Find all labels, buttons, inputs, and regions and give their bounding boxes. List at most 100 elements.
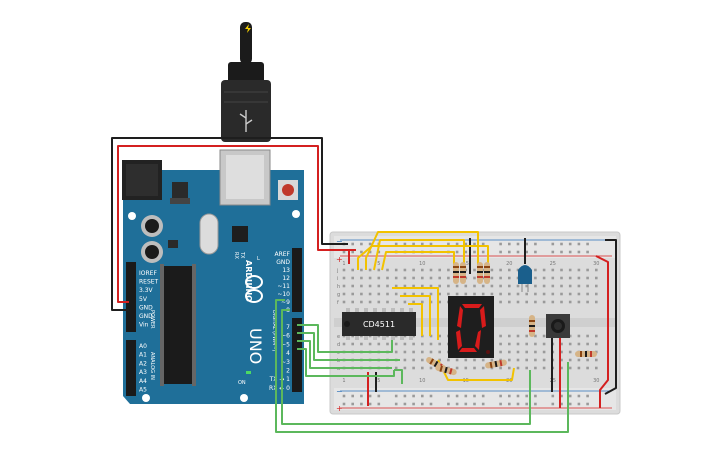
seven-segment-display: 0 [0, 0, 494, 358]
rail-hole [377, 402, 381, 406]
breadboard-hole [377, 292, 381, 296]
breadboard-hole [368, 292, 372, 296]
digital-label: DIGITAL (PWM~) [271, 310, 277, 352]
rail-hole [473, 402, 476, 406]
rail-hole [568, 242, 572, 246]
rail-hole [516, 250, 520, 254]
rail-hole [342, 394, 346, 398]
rail-plus-top: + [336, 255, 343, 264]
breadboard-hole [342, 284, 346, 288]
breadboard-hole [542, 300, 546, 304]
rail-hole [534, 402, 537, 406]
rail-hole [560, 394, 563, 398]
arduino-brand: ARDUINO [244, 260, 253, 302]
wire-yellow-2 [365, 231, 479, 270]
pin-label: A1 [139, 352, 147, 359]
breadboard-hole [595, 268, 598, 272]
pin-label: A2 [139, 360, 147, 367]
rail-hole [560, 242, 563, 246]
rail-hole [577, 250, 581, 254]
pin-label: 3.3V [139, 287, 154, 294]
rail-hole [368, 242, 372, 246]
breadboard-hole [577, 342, 581, 346]
breadboard-hole [429, 342, 433, 346]
arduino-uno-board: ARDUINO UNO TX RX L ON POWER ANALOG IN D… [122, 149, 304, 404]
pin-label: A5 [139, 387, 147, 394]
breadboard-hole [577, 366, 581, 370]
rail-hole [551, 242, 555, 246]
push-button[interactable] [546, 314, 570, 338]
breadboard-hole [595, 334, 598, 338]
rail-hole [508, 394, 511, 398]
breadboard-hole [560, 268, 563, 272]
rail-hole [351, 402, 354, 406]
column-number: 10 [419, 261, 425, 267]
breadboard-hole [499, 334, 502, 338]
row-letter: e [337, 334, 340, 340]
rail-hole [455, 242, 459, 246]
breadboard-hole [490, 366, 494, 370]
breadboard-hole [438, 300, 441, 304]
breadboard-hole [516, 358, 520, 362]
rail-hole [473, 394, 476, 398]
breadboard-hole [534, 268, 537, 272]
breadboard-hole [342, 292, 346, 296]
rail-hole [403, 242, 407, 246]
rail-hole [481, 242, 485, 246]
chip-pin [373, 335, 377, 340]
breadboard-hole [534, 292, 537, 296]
breadboard-hole [351, 276, 354, 280]
rail-hole [421, 402, 424, 406]
chip-pin [364, 335, 368, 340]
wire-gnd-black [111, 137, 348, 311]
chip-pin [346, 335, 350, 340]
rail-hole [516, 402, 520, 406]
breadboard-hole [534, 276, 537, 280]
breadboard-hole [534, 366, 537, 370]
breadboard-hole [351, 300, 354, 304]
breadboard-hole [534, 300, 537, 304]
breadboard-hole [568, 268, 572, 272]
breadboard-hole [534, 358, 537, 362]
breadboard-hole [508, 292, 511, 296]
breadboard-hole [525, 358, 528, 362]
breadboard-hole [386, 276, 389, 280]
rx-label: RX [233, 252, 239, 259]
breadboard-hole [516, 342, 520, 346]
rail-hole [516, 394, 520, 398]
breadboard-hole [481, 358, 485, 362]
breadboard-hole [386, 268, 389, 272]
rail-hole [455, 250, 459, 254]
wire-green-d7 [297, 324, 393, 353]
breadboard-hole [386, 284, 389, 288]
breadboard-hole [568, 276, 572, 280]
rail-hole [560, 250, 563, 254]
rail-hole [360, 250, 363, 254]
rail-hole [351, 394, 354, 398]
breadboard-hole [360, 292, 363, 296]
display-digit-value: 0 [0, 0, 1, 1]
rail-hole [516, 242, 520, 246]
breadboard-hole [403, 300, 407, 304]
breadboard-hole [499, 350, 502, 354]
breadboard-hole [560, 284, 563, 288]
breadboard-hole [394, 276, 398, 280]
pin-label: ~11 [277, 283, 290, 290]
breadboard-hole [412, 276, 415, 280]
analog-header [126, 340, 136, 396]
wire-yellow-3 [373, 239, 465, 271]
reset-button[interactable] [282, 184, 294, 196]
breadboard-hole [368, 268, 372, 272]
column-number: 30 [593, 378, 599, 384]
rail-hole [525, 402, 528, 406]
rail-hole [429, 402, 433, 406]
usb-cable [221, 22, 271, 142]
breadboard-hole [568, 350, 572, 354]
resistors-bottom [426, 315, 597, 376]
breadboard-hole [525, 342, 528, 346]
breadboard-hole [386, 292, 389, 296]
breadboard-hole [560, 342, 563, 346]
rail-minus-top: − [336, 237, 343, 246]
arduino-logo [245, 275, 263, 303]
rail-hole [403, 402, 407, 406]
